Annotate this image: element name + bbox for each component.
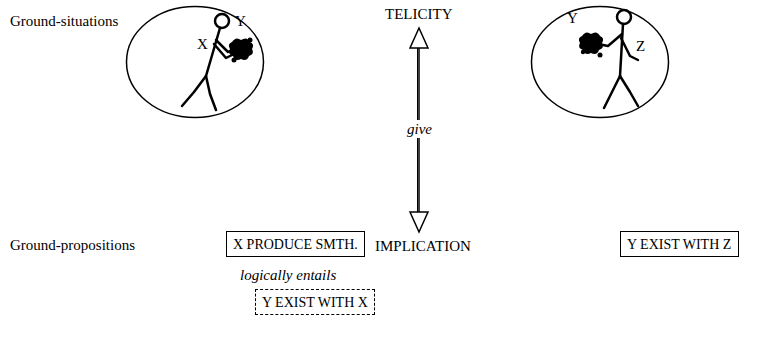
- figure-leg: [620, 76, 638, 106]
- ground-situation-circle: YX: [125, 5, 265, 119]
- participant-label: Y: [235, 13, 246, 30]
- hollow-arrowhead: [410, 212, 428, 232]
- row-heading: Ground-situations: [10, 12, 118, 30]
- object-blob: [598, 53, 603, 58]
- circle-outline: [530, 5, 670, 119]
- given-object: [229, 38, 253, 63]
- figure-head: [215, 14, 229, 28]
- object-blob: [229, 38, 253, 60]
- hollow-arrowhead: [410, 28, 428, 48]
- figure-body: [620, 24, 623, 76]
- relation-label: TELICITY: [385, 5, 452, 23]
- proposition-box: Y EXIST WITH Z: [620, 231, 739, 257]
- participant-label: X: [197, 36, 208, 53]
- participant-label: Z: [636, 38, 645, 55]
- received-object: [579, 32, 603, 57]
- object-blob: [579, 32, 603, 54]
- stick-figure-receiver: [598, 10, 638, 108]
- stick-figure-giver: [182, 14, 236, 110]
- proposition-box: X PRODUCE SMTH.: [226, 231, 365, 257]
- object-blob: [248, 38, 253, 43]
- entailment-label: logically entails: [240, 266, 336, 284]
- object-blob: [232, 58, 237, 63]
- verb-label: give: [404, 120, 435, 138]
- entailed-proposition-box: Y EXIST WITH X: [255, 289, 375, 315]
- figure-leg: [182, 76, 206, 106]
- ground-situation-circle: YZ: [530, 5, 670, 119]
- participant-label: Y: [567, 10, 578, 27]
- figure-leg: [604, 76, 620, 108]
- proposition-text: Y EXIST WITH X: [262, 294, 368, 312]
- proposition-text: Y EXIST WITH Z: [627, 236, 731, 254]
- circle-outline: [127, 7, 264, 118]
- figure-body: [206, 28, 220, 76]
- proposition-text: X PRODUCE SMTH.: [233, 236, 358, 254]
- figure-arm: [621, 38, 638, 60]
- row-heading: Ground-propositions: [10, 236, 135, 254]
- relation-label: IMPLICATION: [375, 237, 471, 255]
- figure-leg: [206, 76, 216, 110]
- circle-outline: [532, 7, 669, 118]
- object-blob: [581, 50, 585, 54]
